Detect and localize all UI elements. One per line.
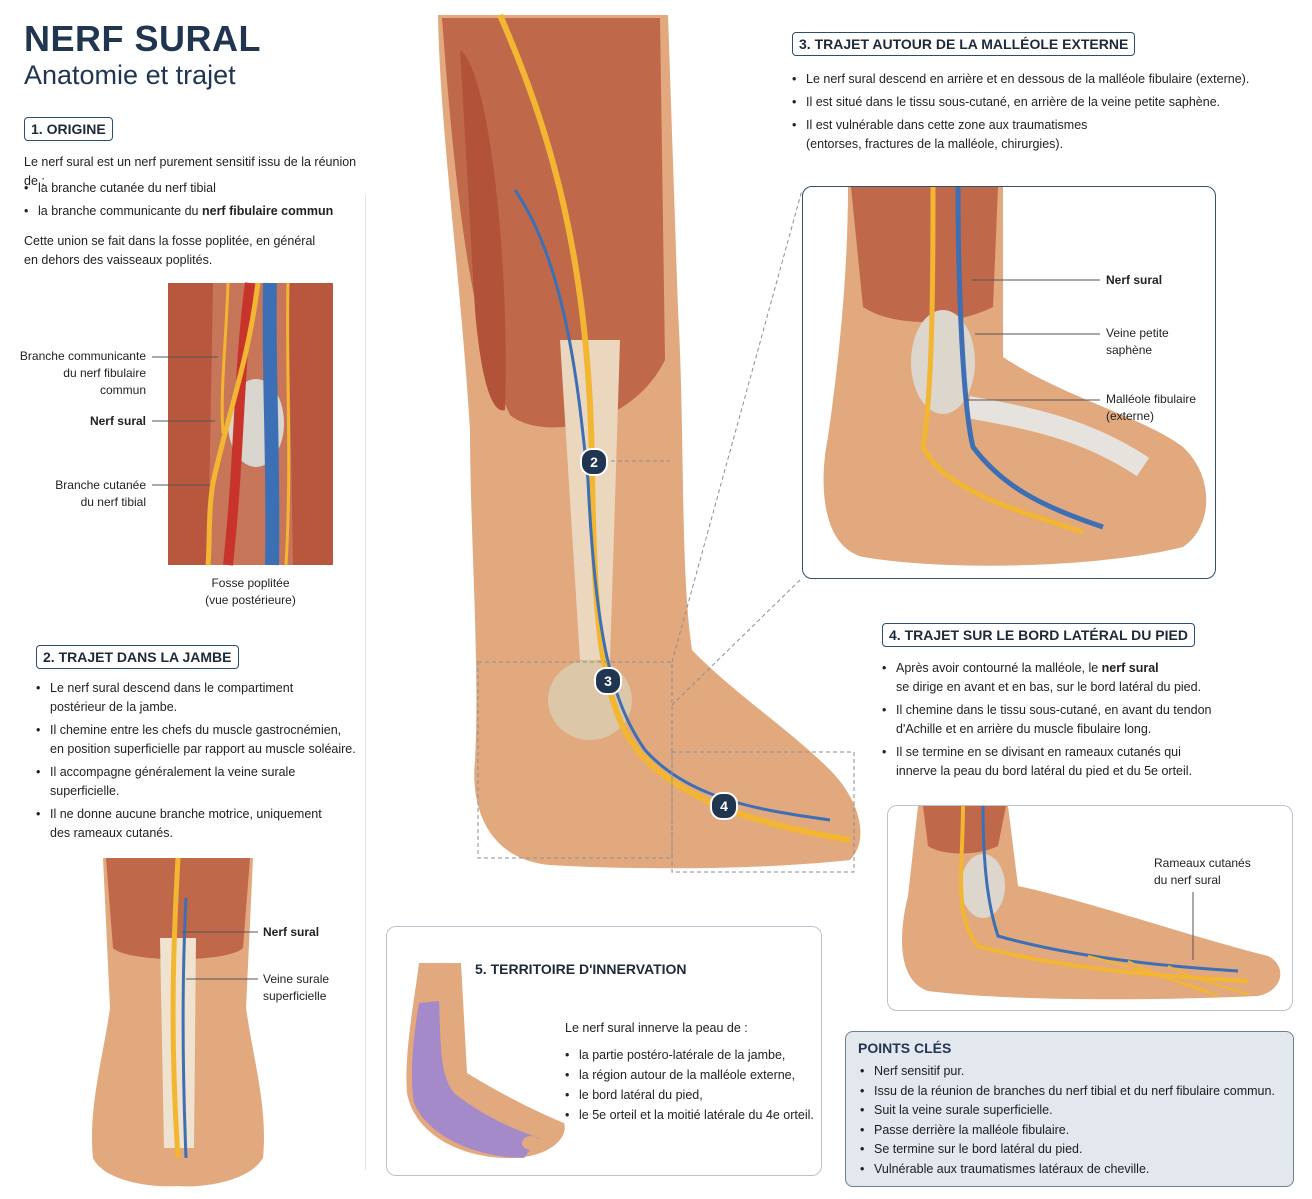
- label-branche-cutanee: Branche cutanée du nerf tibial: [55, 478, 146, 509]
- label-rameaux-cutanes: Rameaux cutanés du nerf sural: [1154, 856, 1251, 887]
- pied-bullet-3: Il se termine en se divisant en rameaux …: [882, 743, 1297, 781]
- marker-2: 2: [580, 448, 608, 476]
- territoire-bullet-3: le bord latéral du pied,: [565, 1087, 815, 1103]
- points-cles-title: POINTS CLÉS: [858, 1040, 952, 1056]
- territoire-list: la partie postéro-latérale de la jambe, …: [565, 1047, 815, 1127]
- label-nerf-sural-origine: Nerf sural: [89, 414, 146, 428]
- points-cles-box: POINTS CLÉS Nerf sensitif pur. Issu de l…: [845, 1031, 1294, 1187]
- territoire-panel: 5. TERRITOIRE D'INNERVATION Le nerf sura…: [386, 926, 822, 1176]
- point-4: Passe derrière la malléole fibulaire.: [860, 1121, 1275, 1141]
- column-divider: [365, 195, 366, 1170]
- label-nerf-sural-malleole: Nerf sural: [1106, 273, 1163, 287]
- origine-bullet-2: la branche communicante du nerf fibulair…: [24, 202, 369, 221]
- jambe-bullet-4: Il ne donne aucune branche motrice, uniq…: [36, 805, 361, 843]
- point-5: Se termine sur le bord latéral du pied.: [860, 1140, 1275, 1160]
- origine-union: Cette union se fait dans la fosse poplit…: [24, 234, 316, 267]
- marker-4: 4: [710, 792, 738, 820]
- malleole-bullet-1: Le nerf sural descend en arrière et en d…: [792, 70, 1297, 89]
- section-pied-title: 4. TRAJET SUR LE BORD LATÉRAL DU PIED: [882, 623, 1195, 647]
- section-territoire-title: 5. TERRITOIRE D'INNERVATION: [475, 961, 687, 977]
- territoire-bullet-1: la partie postéro-latérale de la jambe,: [565, 1047, 815, 1063]
- point-1: Nerf sensitif pur.: [860, 1062, 1275, 1082]
- malleole-bullet-2: Il est situé dans le tissu sous-cutané, …: [792, 93, 1297, 112]
- caption-fosse-poplitee: Fosse poplitée (vue postérieure): [205, 576, 296, 607]
- point-6: Vulnérable aux traumatismes latéraux de …: [860, 1160, 1275, 1180]
- points-cles-list: Nerf sensitif pur. Issu de la réunion de…: [860, 1062, 1275, 1179]
- page-subtitle: Anatomie et trajet: [24, 60, 236, 90]
- malleole-list: Le nerf sural descend en arrière et en d…: [792, 70, 1297, 158]
- label-malleole-fibulaire: Malléole fibulaire (externe): [1106, 392, 1197, 423]
- origine-list: la branche cutanée du nerf tibial la bra…: [24, 179, 369, 225]
- pied-bullet-2: Il chemine dans le tissu sous-cutané, en…: [882, 701, 1297, 739]
- marker-3: 3: [594, 667, 622, 695]
- label-nerf-sural-jambe: Nerf sural: [263, 925, 320, 939]
- malleole-bullet-3: Il est vulnérable dans cette zone aux tr…: [792, 116, 1297, 154]
- label-veine-surale: Veine surale superficielle: [263, 972, 330, 1003]
- lateral-foot-illustration: [902, 806, 1281, 1000]
- jambe-bullet-1: Le nerf sural descend dans le compartime…: [36, 679, 361, 717]
- innervation-territory-illustration: [406, 963, 565, 1158]
- page-title: NERF SURAL: [24, 18, 261, 59]
- pied-bullet-1: Après avoir contourné la malléole, le ne…: [882, 659, 1297, 697]
- pied-zoom-panel: [887, 805, 1293, 1011]
- origine-bullet-1: la branche cutanée du nerf tibial: [24, 179, 369, 198]
- territoire-intro: Le nerf sural innerve la peau de :: [565, 1021, 748, 1035]
- section-jambe-title: 2. TRAJET DANS LA JAMBE: [36, 645, 239, 669]
- section-origine-title: 1. ORIGINE: [24, 117, 113, 141]
- jambe-bullet-3: Il accompagne généralement la veine sura…: [36, 763, 361, 801]
- posterior-leg-illustration: [91, 857, 265, 1187]
- point-2: Issu de la réunion de branches du nerf t…: [860, 1082, 1275, 1102]
- pied-list: Après avoir contourné la malléole, le ne…: [882, 659, 1297, 785]
- malleole-zoom-panel: [802, 186, 1216, 579]
- territoire-bullet-2: la région autour de la malléole externe,: [565, 1067, 815, 1083]
- malleole-illustration: [823, 187, 1207, 566]
- label-veine-petite-saphene: Veine petite saphène: [1106, 326, 1169, 357]
- central-leg-illustration: [438, 13, 861, 873]
- point-3: Suit la veine surale superficielle.: [860, 1101, 1275, 1121]
- territoire-bullet-4: le 5e orteil et la moitié latérale du 4e…: [565, 1107, 815, 1123]
- jambe-list: Le nerf sural descend dans le compartime…: [36, 679, 361, 847]
- popliteal-fossa-illustration: [168, 282, 333, 566]
- label-branche-communicante: Branche communicante du nerf fibulaire c…: [19, 349, 146, 397]
- jambe-bullet-2: Il chemine entre les chefs du muscle gas…: [36, 721, 361, 759]
- section-malleole-title: 3. TRAJET AUTOUR DE LA MALLÉOLE EXTERNE: [792, 32, 1136, 56]
